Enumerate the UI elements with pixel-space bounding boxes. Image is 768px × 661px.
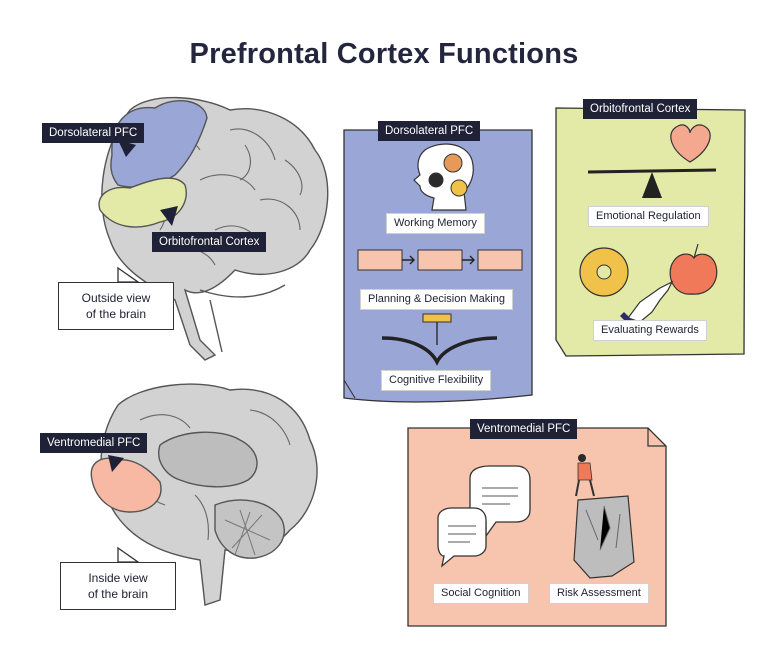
panel-orbitofrontal-card (555, 107, 746, 357)
label-risk-assessment: Risk Assessment (549, 583, 649, 604)
panel-dorsolateral-card (343, 129, 533, 403)
apple-icon (669, 253, 718, 295)
gear-icon (443, 153, 463, 173)
inside-brain-illustration (90, 383, 318, 606)
balance-scale-icon (587, 168, 717, 174)
panel-ventromedial-header: Ventromedial PFC (470, 419, 578, 439)
label-cognitive-flexibility: Cognitive Flexibility (381, 370, 492, 391)
label-working-memory: Working Memory (386, 213, 485, 234)
page-title: Prefrontal Cortex Functions (189, 38, 579, 70)
heart-icon (670, 124, 711, 163)
bubble-inside-view: Inside view of the brain (60, 562, 176, 610)
tag-ventromedial-pfc: Ventromedial PFC (40, 433, 148, 453)
label-planning-decision-making: Planning & Decision Making (360, 289, 513, 310)
panel-orbitofrontal-header: Orbitofrontal Cortex (583, 99, 698, 119)
bubble-outside-view: Outside view of the brain (58, 282, 174, 330)
label-evaluating-rewards: Evaluating Rewards (593, 320, 707, 341)
dorsolateral-region (110, 100, 208, 188)
label-emotional-regulation: Emotional Regulation (588, 206, 709, 227)
tag-dorsolateral-pfc: Dorsolateral PFC (42, 123, 145, 143)
outside-brain-illustration (98, 96, 329, 361)
panel-dorsolateral-header: Dorsolateral PFC (378, 121, 481, 141)
panel-ventromedial-card (407, 427, 667, 627)
crossroads-icon (381, 336, 498, 366)
label-social-cognition: Social Cognition (433, 583, 529, 604)
tag-orbitofrontal-cortex: Orbitofrontal Cortex (152, 232, 267, 252)
pointing-hand-icon (627, 280, 674, 323)
ventromedial-region (90, 457, 162, 513)
bubble-tail-inside (117, 546, 141, 563)
person-icon (577, 462, 593, 481)
chat-bubble-icon (437, 507, 487, 568)
gear-icon (428, 172, 444, 188)
gear-icon (450, 179, 468, 197)
